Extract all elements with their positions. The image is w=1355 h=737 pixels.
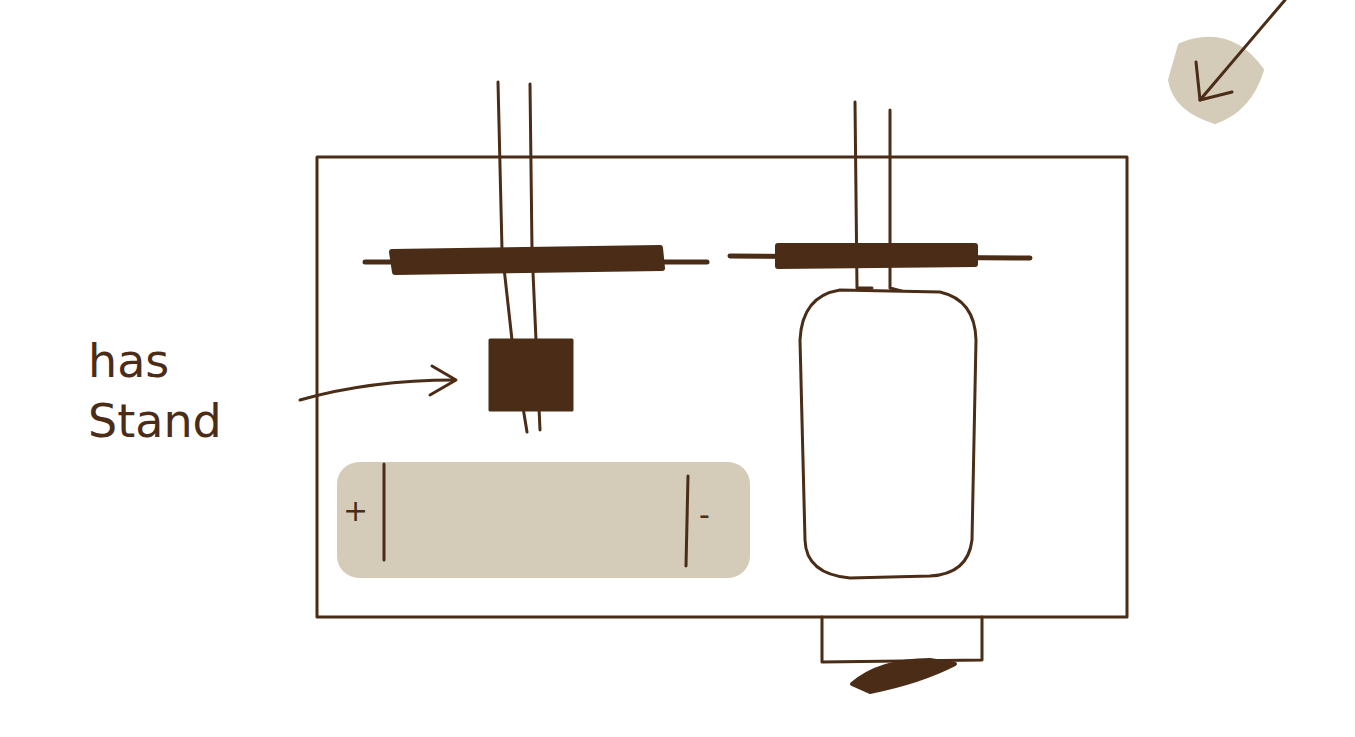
terminal-sign: - bbox=[699, 500, 710, 530]
housing-outline bbox=[317, 157, 1127, 617]
wire bbox=[890, 110, 905, 292]
annotation: has Stand bbox=[88, 332, 248, 452]
pointer-arrow bbox=[1200, 0, 1285, 100]
wire bbox=[855, 102, 872, 288]
arrowhead bbox=[430, 366, 456, 395]
coil bbox=[490, 340, 572, 410]
arrowhead bbox=[1196, 62, 1232, 100]
rod bbox=[392, 248, 662, 272]
stand bbox=[822, 617, 982, 662]
rod bbox=[778, 246, 975, 266]
terminal-sign: + bbox=[343, 496, 368, 526]
stand-foot bbox=[852, 660, 955, 692]
battery-cell: +- bbox=[337, 462, 750, 578]
leader-arrow bbox=[300, 380, 455, 400]
bulb bbox=[800, 290, 976, 578]
plate-line bbox=[383, 464, 386, 560]
cell-plates bbox=[337, 462, 750, 578]
plate-line bbox=[686, 476, 688, 566]
